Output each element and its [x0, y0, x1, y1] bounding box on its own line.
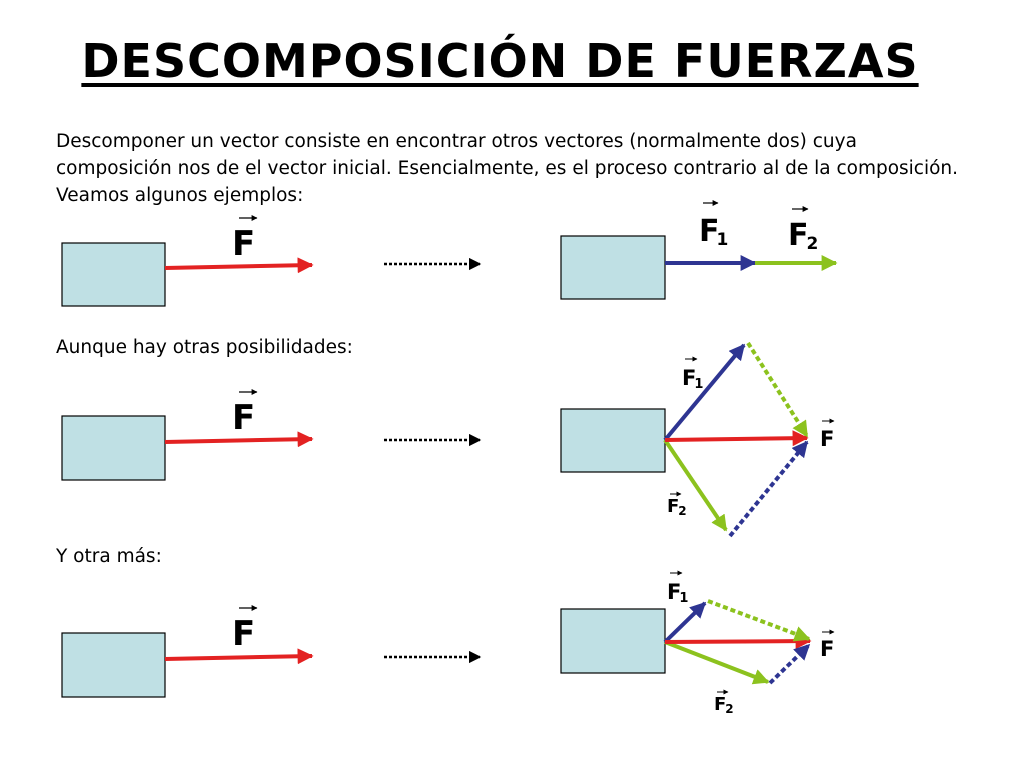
svg-text:F1: F1 [699, 214, 728, 250]
label-F1-3: F1 [667, 570, 688, 606]
force-F2-arrow-3 [664, 640, 770, 685]
label-F-1: F [232, 215, 258, 264]
label-F2-1: F2 [788, 206, 818, 254]
svg-text:F: F [820, 637, 834, 661]
object-box-2 [560, 235, 666, 300]
svg-text:F: F [232, 398, 255, 438]
force-F1-arrow-2 [663, 343, 746, 442]
parallel-F1-dashed-2 [728, 440, 809, 538]
label-F1-2: F1 [682, 356, 703, 392]
svg-text:F2: F2 [714, 694, 734, 716]
label-F-4: F [232, 605, 258, 654]
parallel-F1-dashed-3 [768, 643, 811, 685]
svg-text:F2: F2 [667, 496, 687, 518]
parallel-F2-dashed-2 [746, 341, 809, 438]
label-F-3: F [820, 418, 835, 451]
section-label-2: Aunque hay otras posibilidades: [56, 337, 353, 358]
svg-text:F1: F1 [667, 580, 688, 606]
force-F-arrow-3 [664, 430, 809, 447]
force-F-arrow-1 [164, 257, 314, 274]
intro-paragraph: Descomponer un vector consiste en encont… [56, 131, 959, 206]
force-F2-arrow-2 [663, 438, 728, 532]
label-F1-1: F1 [699, 200, 728, 250]
label-F-5: F [820, 629, 835, 661]
svg-text:F: F [232, 614, 255, 654]
svg-text:F2: F2 [788, 218, 818, 254]
force-F1-arrow-3 [663, 601, 707, 644]
svg-text:F: F [820, 427, 834, 451]
label-F2-3: F2 [714, 689, 734, 716]
object-box-6 [560, 608, 666, 674]
parallel-F2-dashed-3 [707, 599, 811, 642]
section-label-3: Y otra más: [56, 546, 162, 567]
force-F-arrow-4 [164, 648, 314, 665]
label-F-2: F [232, 389, 258, 438]
object-box-4 [560, 408, 666, 473]
svg-text:F1: F1 [682, 366, 703, 392]
object-box-1 [61, 242, 166, 307]
object-box-3 [61, 415, 166, 481]
label-F2-2: F2 [667, 491, 687, 518]
force-F-arrow-2 [164, 431, 314, 448]
force-F-arrow-5 [664, 633, 812, 650]
page-title: DESCOMPOSICIÓN DE FUERZAS [81, 34, 919, 88]
object-box-5 [61, 632, 166, 698]
svg-text:F: F [232, 224, 255, 264]
